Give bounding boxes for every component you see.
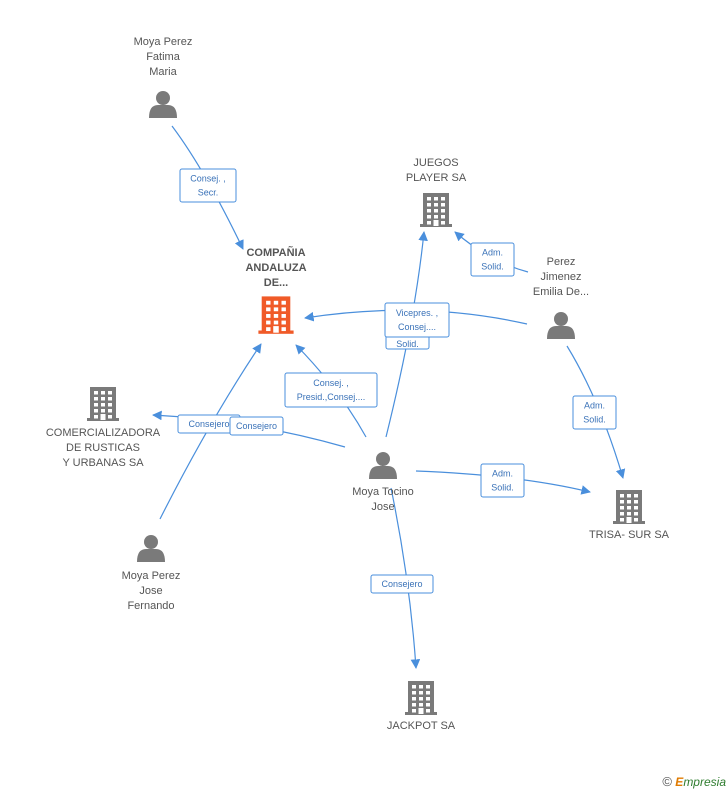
footer-brand[interactable]: © Empresia <box>662 774 726 789</box>
node-label: Fernando <box>127 600 174 612</box>
edge-label-text: Consejero <box>381 579 422 589</box>
node-label: Moya Tocino <box>352 486 414 498</box>
edge-label-text: Solid. <box>396 339 419 349</box>
node-label: TRISA- SUR SA <box>589 529 670 541</box>
node-label: JACKPOT SA <box>387 720 456 732</box>
node-label: Jose <box>371 501 394 513</box>
node-juegos[interactable]: JUEGOS PLAYER SA <box>406 157 467 227</box>
building-icon[interactable] <box>613 490 645 524</box>
node-label: Y URBANAS SA <box>62 457 144 469</box>
node-label: COMERCIALIZADORA <box>46 427 161 439</box>
edge-label-text: Consej. , <box>190 174 226 184</box>
person-icon[interactable] <box>149 91 177 118</box>
edge-labels-layer: Consej. , Secr. Adm. Solid. Adm. Solid. Adm. So… <box>177 168 617 594</box>
edge-label-jose_moya-to-jackpot[interactable]: Consejero <box>370 574 434 594</box>
node-label: COMPAÑIA <box>246 246 305 259</box>
edge-label-jose_moya-to-trisa[interactable]: Adm. Solid. <box>480 463 525 498</box>
edge-label-text: Secr. <box>198 188 219 198</box>
edge-label-text: Presid.,Consej.... <box>297 392 366 402</box>
edge-label-text: Consejero <box>188 419 229 429</box>
node-label: Moya Perez <box>122 570 181 582</box>
edge-label-box <box>384 302 450 338</box>
edge-label-text: Solid. <box>491 483 514 493</box>
node-trisa[interactable]: TRISA- SUR SA <box>589 490 670 541</box>
edge-label-text: Adm. <box>492 469 513 479</box>
node-compania[interactable]: COMPAÑIA ANDALUZA DE... <box>245 246 307 334</box>
nodes-layer: COMPAÑIA ANDALUZA DE... JUEGOS PLAYER SA COME… <box>46 36 670 732</box>
edge-label-text: Consejero <box>236 421 277 431</box>
node-label: Perez <box>547 256 576 268</box>
person-icon[interactable] <box>369 452 397 479</box>
edge-label-box <box>229 416 284 436</box>
edge-label-box <box>370 574 434 594</box>
node-label: JUEGOS <box>413 157 458 169</box>
edge-label-jose_moya-to-comercializadora[interactable]: Consejero <box>177 414 241 434</box>
edge-label-fatima-to-compania[interactable]: Consej. , Secr. <box>179 168 237 203</box>
edge-label-text: Consej.... <box>398 322 436 332</box>
edge-label-box <box>284 372 378 408</box>
edge-label-text: Consej. , <box>313 378 349 388</box>
edge-label-text: Vicepres. , <box>396 308 438 318</box>
edge-label-text: Solid. <box>481 262 504 272</box>
edge-label-box <box>470 242 515 277</box>
edge-label-box <box>480 463 525 498</box>
building-icon[interactable] <box>87 387 119 421</box>
edge-label-box <box>179 168 237 203</box>
edge-label-text: Adm. <box>482 248 503 258</box>
node-jackpot[interactable]: JACKPOT SA <box>387 681 456 732</box>
node-label: Maria <box>149 66 177 78</box>
person-icon[interactable] <box>547 312 575 339</box>
edge-label-emilia-to-trisa[interactable]: Adm. Solid. <box>572 395 617 430</box>
node-label: Emilia De... <box>533 286 589 298</box>
building-icon[interactable] <box>258 296 294 334</box>
edge-label-emilia-to-juegos[interactable]: Adm. Solid. <box>470 242 515 277</box>
edge-label-jose_moya-to-compania[interactable]: Consej. , Presid.,Consej.... <box>284 372 378 408</box>
node-label: PLAYER SA <box>406 172 467 184</box>
node-comercializadora[interactable]: COMERCIALIZADORA DE RUSTICAS Y URBANAS SA <box>46 387 161 469</box>
node-label: DE RUSTICAS <box>66 442 140 454</box>
person-icon[interactable] <box>137 535 165 562</box>
edge-label-box <box>572 395 617 430</box>
building-icon[interactable] <box>405 681 437 715</box>
node-label: ANDALUZA <box>245 262 306 274</box>
node-label: Moya Perez <box>134 36 193 48</box>
edge-label-jose_fernando-to-comercializadora[interactable]: Consejero <box>229 416 284 436</box>
brand-initial: E <box>675 775 684 789</box>
brand-name: mpresia <box>683 775 726 789</box>
edge-label-text: Solid. <box>583 415 606 425</box>
copyright-symbol: © <box>662 774 672 789</box>
node-label: DE... <box>264 277 288 289</box>
edge-label-text: Adm. <box>584 401 605 411</box>
building-icon[interactable] <box>420 193 452 227</box>
node-label: Jose <box>139 585 162 597</box>
node-label: Fatima <box>146 51 181 63</box>
node-label: Jimenez <box>541 271 582 283</box>
edge-label-jose_moya-to-juegos[interactable]: Vicepres. , Consej.... <box>384 302 450 338</box>
